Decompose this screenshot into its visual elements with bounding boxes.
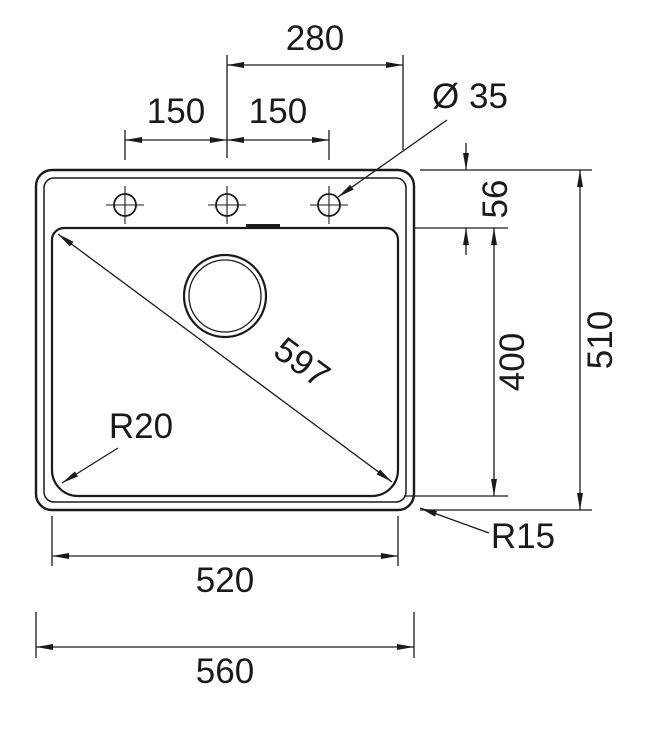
dim-label-520: 520: [196, 561, 254, 600]
dim-label-510: 510: [581, 311, 620, 369]
dim-label-r15: R15: [491, 517, 555, 556]
dim-deck-height: 56: [414, 143, 592, 255]
dim-outer-radius-leader: [419, 507, 490, 534]
drain-inner-circle: [188, 259, 262, 333]
dim-hole-spacing: 150 150: [124, 92, 330, 160]
dim-label-280: 280: [286, 19, 344, 58]
faucet-hole-right: [310, 186, 348, 224]
dim-hole-diameter-leader: [337, 119, 448, 198]
faucet-hole-center: [208, 186, 246, 224]
sink-outer-outline: [34, 168, 416, 512]
dim-label-r20: R20: [109, 407, 173, 446]
drain: [182, 253, 268, 339]
drain-outer-circle: [182, 253, 268, 339]
sink-rim-inner-outline: [43, 177, 407, 503]
dim-diagonal-line: [57, 233, 393, 483]
faucet-holes: [106, 186, 348, 224]
dim-label-560: 560: [196, 652, 254, 691]
dim-label-56: 56: [476, 180, 515, 219]
dim-label-hole-diameter: Ø 35: [432, 77, 508, 116]
dim-hole-diameter: Ø 35: [337, 77, 508, 198]
dim-label-150-right: 150: [249, 92, 307, 131]
dim-bowl-depth: 400: [404, 228, 532, 497]
dim-bowl-radius: R20: [61, 407, 173, 484]
dim-bowl-radius-leader: [61, 447, 119, 484]
dim-outer-radius: R15: [419, 507, 555, 556]
dim-label-597: 597: [267, 330, 337, 396]
bowl-outline: [50, 226, 400, 498]
dim-overall-width: 560: [35, 612, 415, 691]
faucet-hole-left: [106, 186, 144, 224]
dim-label-400: 400: [493, 333, 532, 391]
dim-bowl-width: 520: [51, 516, 399, 600]
dim-overall-depth: 510: [420, 170, 620, 511]
dim-top-span: 280: [226, 19, 404, 158]
sink-body: [34, 168, 416, 512]
dim-label-150-left: 150: [147, 92, 205, 131]
